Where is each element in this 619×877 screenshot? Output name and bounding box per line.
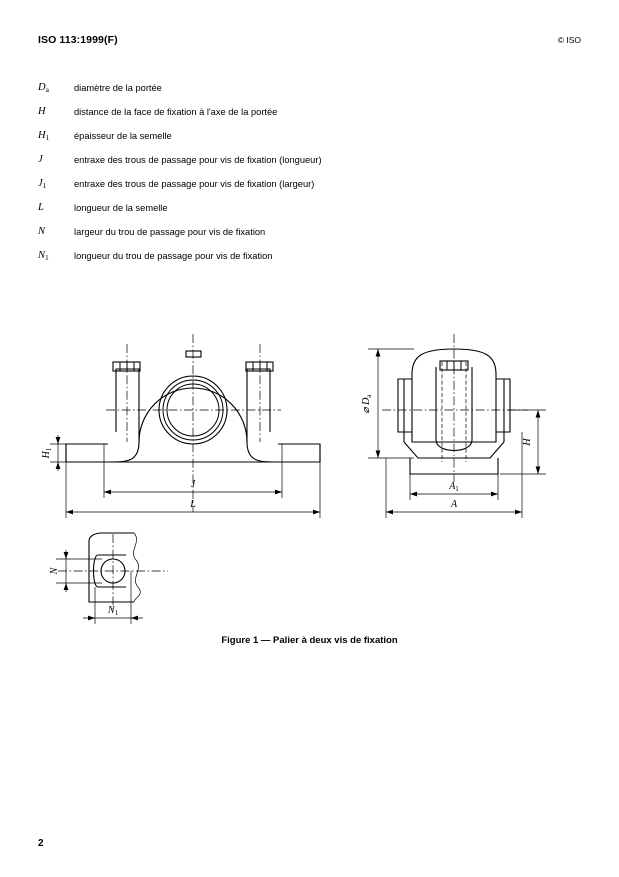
definition-row: H1 épaisseur de la semelle [38,130,568,154]
left-cap-bolt [112,344,141,442]
copyright-notice: © ISO [557,35,581,45]
base-left-step [65,443,85,463]
definition-row: J entraxe des trous de passage pour vis … [38,154,568,178]
definition-row: L longueur de la semelle [38,202,568,226]
A1-dimension-label: A1 [448,481,459,493]
J-arrow-left [104,489,111,495]
side-left-wing [397,378,412,433]
L-arrow-right [313,509,320,515]
grease-nipple [185,350,202,358]
symbol-description: entraxe des trous de passage pour vis de… [74,155,322,165]
right-fillet [246,441,301,463]
symbol-description: distance de la face de fixation à l'axe … [74,107,278,117]
left-fillet [85,441,140,463]
housing-dome-outline [138,387,248,443]
N1-dimension-label: N1 [107,605,119,617]
bore-outer-circle [158,375,228,445]
H1-arrow-up [55,437,61,444]
symbol-definition-list: Da diamètre de la portée H distance de l… [38,82,568,274]
dimension-A1: A1 [409,474,499,500]
H1-arrow-down [55,462,61,469]
symbol-label: H1 [38,130,50,142]
page-header: ISO 113:1999(F) © ISO [38,34,581,50]
page-number: 2 [38,838,44,849]
H-dimension-label: H [522,438,533,447]
symbol-label: H [38,106,46,117]
N1-arrow-right [131,615,138,621]
symbol-description: diamètre de la portée [74,83,162,93]
figure-technical-drawing: H1 J L [38,322,581,652]
dimension-J: J [103,444,283,498]
bolt-hole-detail-view: N N1 [49,532,168,624]
L-arrow-left [66,509,73,515]
detail-slot-boss-left-round [92,554,99,588]
symbol-label: L [38,202,44,213]
side-cap-bolt [439,360,469,371]
plummer-block-drawing: H1 J L [41,334,546,624]
Da-arrow-bottom [375,450,381,458]
dimension-N1: N1 [83,571,143,624]
Da-arrow-top [375,349,381,357]
symbol-description: épaisseur de la semelle [74,131,172,141]
bore-inner-circle [166,383,220,437]
figure-caption: Figure 1 — Palier à deux vis de fixation [221,635,398,646]
bore-middle-circle [162,379,224,441]
H1-dimension-label: H1 [41,447,53,459]
definition-row: N1 longueur du trou de passage pour vis … [38,250,568,274]
A-dimension-label: A [450,499,458,510]
A-arrow-left [386,509,393,515]
definition-row: H distance de la face de fixation à l'ax… [38,106,568,130]
base-right-step [301,443,321,463]
symbol-description: largeur du trou de passage pour vis de f… [74,227,266,237]
side-right-wing [496,378,511,433]
left-cap-boss [115,368,140,442]
dimension-L: L [65,462,321,518]
definition-row: J1 entraxe des trous de passage pour vis… [38,178,568,202]
dimension-A: A [385,432,523,518]
front-elevation-view: H1 J L [41,334,321,518]
J-arrow-right [275,489,282,495]
A1-arrow-right [491,491,498,497]
side-skirt-chamfer [403,441,505,459]
N-arrow-bottom [63,583,69,590]
symbol-label: N1 [38,250,49,262]
H-arrow-bottom [535,466,541,474]
N-arrow-top [63,552,69,559]
H-arrow-top [535,410,541,418]
J-dimension-label: J [191,479,196,490]
Da-dimension-label: ⌀ Da [361,394,373,414]
detail-left-bottom-edge [88,541,134,603]
side-elevation-view: ⌀ Da H A1 [361,334,546,518]
N-dimension-label: N [49,566,60,575]
detail-top-edge [88,532,134,542]
dimension-H1: H1 [41,435,78,471]
N1-arrow-left [88,615,95,621]
dimension-diameter-Da: ⌀ Da [361,348,414,459]
A-arrow-right [515,509,522,515]
side-bore-cavity [435,367,473,452]
side-cap-outline [411,348,497,443]
symbol-description: longueur du trou de passage pour vis de … [74,251,273,261]
dimension-N: N [49,550,102,592]
right-cap-bolt [245,344,274,442]
L-dimension-label: L [189,499,196,510]
detail-break-line [133,532,141,603]
symbol-description: entraxe des trous de passage pour vis de… [74,179,315,189]
document-number: ISO 113:1999(F) [38,34,118,46]
symbol-label: N [38,226,46,237]
symbol-label: J [38,154,43,165]
dimension-H: H [500,409,546,475]
definition-row: Da diamètre de la portée [38,82,568,106]
symbol-label: Da [38,82,49,94]
right-cap-boss [246,368,271,442]
A1-arrow-left [410,491,417,497]
detail-bolt-hole [100,558,126,584]
symbol-description: longueur de la semelle [74,203,168,213]
symbol-label: J1 [38,178,47,190]
definition-row: N largeur du trou de passage pour vis de… [38,226,568,250]
